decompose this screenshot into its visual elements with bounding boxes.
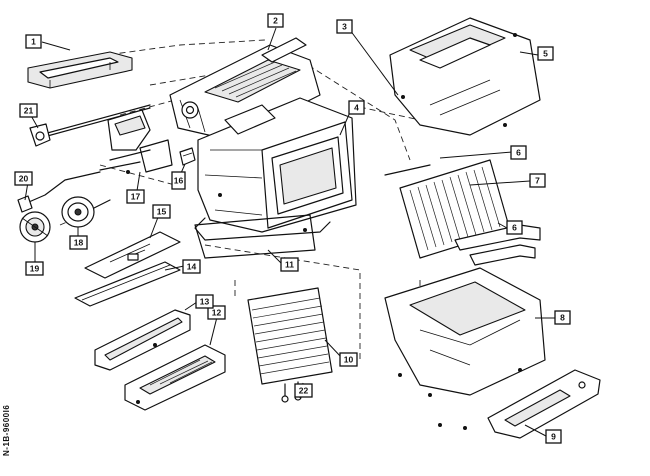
callout-6a: 6	[510, 145, 527, 160]
part-15-panel	[84, 231, 181, 279]
callout-5-label: 5	[543, 49, 548, 59]
callout-6b: 6	[506, 220, 523, 235]
callout-21: 21	[19, 103, 38, 118]
part-16-bracket	[179, 147, 196, 166]
callout-11: 11	[280, 257, 299, 272]
callout-13: 13	[195, 294, 214, 309]
callout-2-label: 2	[273, 16, 278, 26]
part-2-upper-case	[169, 37, 321, 141]
callout-4-label: 4	[354, 103, 359, 113]
callout-1-label: 1	[31, 37, 36, 47]
part-13-duct	[94, 309, 191, 371]
callout-22: 22	[294, 383, 313, 398]
callout-14-label: 14	[187, 262, 197, 272]
callout-5: 5	[537, 46, 554, 61]
callout-16-label: 16	[174, 176, 184, 186]
callout-8-label: 8	[560, 313, 565, 323]
part-19-blower-motor	[19, 211, 51, 243]
callout-6a-label: 6	[516, 148, 521, 158]
part-9-bracket	[438, 369, 601, 439]
part-11-gasket	[194, 214, 316, 259]
part-1-top-cover	[27, 51, 133, 89]
callout-19: 19	[25, 261, 44, 276]
callout-19-label: 19	[30, 264, 40, 274]
callout-18-label: 18	[74, 238, 84, 248]
part-17-actuator	[99, 109, 173, 174]
callout-3-label: 3	[342, 22, 347, 32]
callout-2: 2	[267, 13, 284, 28]
callout-20-label: 20	[19, 174, 29, 184]
callout-13-label: 13	[200, 297, 210, 307]
callout-20: 20	[14, 171, 33, 186]
part-20-linkage	[17, 171, 101, 213]
callout-8: 8	[554, 310, 571, 325]
callout-17-label: 17	[131, 192, 141, 202]
callout-9-label: 9	[551, 432, 556, 442]
part-5-upper-plenum	[389, 17, 541, 136]
callout-12-label: 12	[212, 308, 222, 318]
callout-12: 12	[207, 305, 226, 320]
callout-15: 15	[152, 204, 171, 219]
callout-4: 4	[348, 100, 365, 115]
callout-10: 10	[339, 352, 358, 367]
callout-22-label: 22	[299, 386, 309, 396]
callout-6b-label: 6	[512, 223, 517, 233]
callout-14: 14	[182, 259, 201, 274]
callout-16: 16	[171, 171, 186, 190]
part-12-door-frame	[124, 344, 226, 411]
callout-7-label: 7	[535, 176, 540, 186]
part-14-seal	[74, 261, 181, 307]
callout-15-label: 15	[157, 207, 167, 217]
part-7-heater-core	[384, 159, 541, 266]
callout-17: 17	[126, 189, 145, 204]
part-18-blower-wheel	[61, 196, 111, 228]
callout-21-label: 21	[24, 106, 34, 116]
part-8-lower-case	[384, 267, 546, 397]
callout-3: 3	[336, 19, 353, 34]
part-21-door-actuator	[29, 104, 151, 147]
callout-18: 18	[69, 235, 88, 250]
part-10-evaporator-core	[247, 287, 333, 403]
callout-11-label: 11	[285, 260, 294, 270]
callout-9: 9	[545, 429, 562, 444]
callout-10-label: 10	[344, 355, 354, 365]
part-4-main-case	[194, 97, 357, 241]
callout-1: 1	[25, 34, 42, 49]
figure-code: N-1B-9600I6	[2, 404, 11, 456]
callout-7: 7	[529, 173, 546, 188]
